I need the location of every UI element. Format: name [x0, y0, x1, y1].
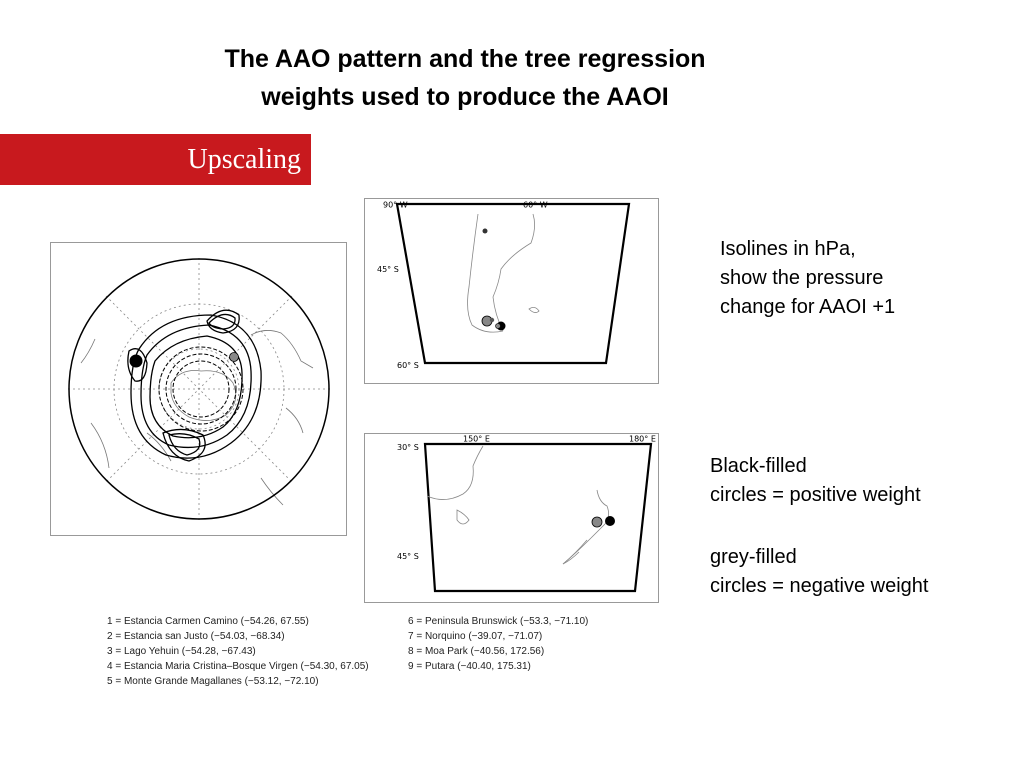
section-banner: Upscaling — [0, 134, 311, 185]
nz-map-frame — [423, 442, 653, 593]
grey-filled-note: grey-filled circles = negative weight — [710, 543, 928, 601]
site-8-marker — [591, 516, 603, 528]
polar-map — [68, 258, 330, 520]
slide-title: The AAO pattern and the tree regression … — [140, 40, 790, 116]
legend-item: 1 = Estancia Carmen Camino (−54.26, 67.5… — [107, 616, 309, 627]
legend-item: 5 = Monte Grande Magallanes (−53.12, −72… — [107, 676, 319, 687]
new-zealand-map-panel: 30° S 150° E 180° E 45° S — [364, 433, 659, 603]
nz-site-markers — [591, 516, 615, 528]
legend-item: 7 = Norquino (−39.07, −71.07) — [408, 631, 543, 642]
sa-label-60s: 60° S — [397, 361, 419, 370]
grey-filled-note-line-1: grey-filled — [710, 546, 797, 568]
site-9-marker — [605, 516, 615, 526]
section-banner-label: Upscaling — [187, 144, 301, 175]
legend-item: 3 = Lago Yehuin (−54.28, −67.43) — [107, 646, 256, 657]
site-2-3-marker — [495, 323, 501, 329]
slide-title-line-1: The AAO pattern and the tree regression — [224, 45, 706, 73]
polar-graticule — [68, 258, 330, 520]
site-6-marker — [489, 317, 495, 323]
new-zealand-map: 30° S 150° E 180° E 45° S — [397, 435, 656, 593]
isolines-note-line-1: Isolines in hPa, — [720, 238, 856, 260]
grey-filled-note-line-2: circles = negative weight — [710, 575, 929, 597]
south-america-map-panel: 90° W 60° W 45° S 60° S — [364, 198, 659, 384]
sa-map-frame — [395, 202, 631, 365]
slide-title-line-2: weights used to produce the AAOI — [261, 83, 669, 111]
polar-solid-isolines — [127, 309, 262, 462]
negative-weight-marker — [229, 352, 239, 362]
isolines-note: Isolines in hPa, show the pressure chang… — [720, 235, 895, 322]
nz-coastline — [426, 445, 609, 565]
sa-site-markers — [481, 228, 506, 331]
nz-label-45s: 45° S — [397, 552, 419, 561]
sa-label-45s: 45° S — [377, 265, 399, 274]
polar-map-panel — [50, 242, 347, 536]
black-filled-note-line-2: circles = positive weight — [710, 484, 921, 506]
legend-item: 4 = Estancia Maria Cristina–Bosque Virge… — [107, 661, 369, 672]
site-legend-left: 1 = Estancia Carmen Camino (−54.26, 67.5… — [107, 614, 369, 689]
black-filled-note-line-1: Black-filled — [710, 455, 807, 477]
polar-dashed-isolines — [158, 346, 244, 432]
south-america-map: 90° W 60° W 45° S 60° S — [377, 201, 631, 370]
legend-item: 6 = Peninsula Brunswick (−53.3, −71.10) — [408, 616, 589, 627]
polar-coastlines — [80, 330, 314, 506]
sa-coastline — [467, 213, 540, 333]
polar-site-markers — [129, 352, 239, 368]
nz-label-30s: 30° S — [397, 443, 419, 452]
sa-label-90w: 90° W — [383, 201, 408, 210]
polar-map-border — [68, 258, 330, 520]
isolines-note-line-3: change for AAOI +1 — [720, 296, 896, 318]
isolines-note-line-2: show the pressure — [720, 267, 884, 289]
legend-item: 8 = Moa Park (−40.56, 172.56) — [408, 646, 545, 657]
legend-item: 2 = Estancia san Justo (−54.03, −68.34) — [107, 631, 285, 642]
black-filled-note: Black-filled circles = positive weight — [710, 452, 921, 510]
nz-label-150e: 150° E — [463, 435, 490, 444]
positive-weight-marker — [129, 354, 143, 368]
legend-item: 9 = Putara (−40.40, 175.31) — [408, 661, 531, 672]
site-legend-right: 6 = Peninsula Brunswick (−53.3, −71.10) … — [408, 614, 588, 674]
site-7-marker — [482, 228, 488, 234]
nz-label-180e: 180° E — [629, 435, 656, 444]
